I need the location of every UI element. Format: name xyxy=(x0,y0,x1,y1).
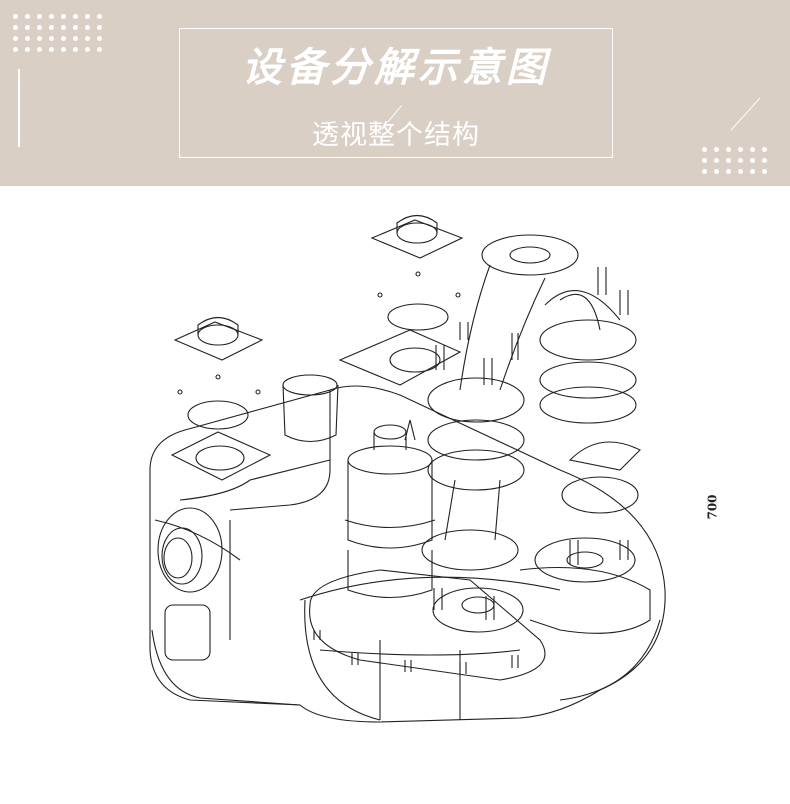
tank-body xyxy=(149,385,666,723)
cylinder-cap xyxy=(282,374,339,443)
left-cover xyxy=(170,316,272,481)
discharge-pipe-left xyxy=(421,234,579,633)
page-subtitle: 透视整个结构 xyxy=(312,120,480,151)
decorative-slash-right xyxy=(730,97,761,131)
bolts xyxy=(313,267,629,674)
right-cover xyxy=(338,214,464,386)
side-outlet xyxy=(157,507,223,661)
header-banner: 设备分解示意图 透视整个结构 xyxy=(0,0,790,186)
dimension-label: 700 xyxy=(705,494,720,520)
decorative-vertical-line xyxy=(18,69,20,147)
page-title: 设备分解示意图 xyxy=(242,45,550,91)
decorative-dot-grid-bottom-right xyxy=(702,147,767,174)
decorative-dot-grid-top-left xyxy=(13,14,102,52)
discharge-pipe-right xyxy=(534,290,641,583)
left-pump xyxy=(344,419,436,599)
title-frame: 设备分解示意图 透视整个结构 xyxy=(179,28,613,158)
exploded-diagram xyxy=(149,214,666,723)
base-plates xyxy=(309,566,651,681)
